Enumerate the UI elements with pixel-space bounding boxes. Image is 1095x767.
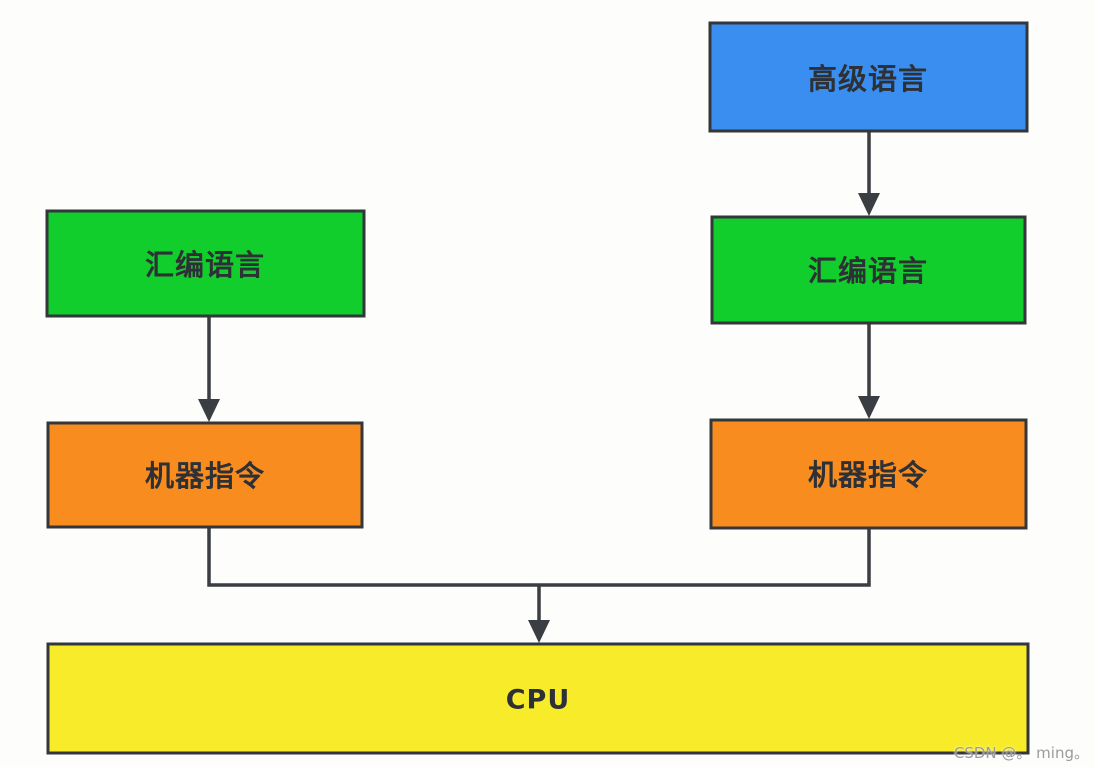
node-machine-instructions-right: 机器指令 <box>709 418 1028 530</box>
node-assembly-language-left: 汇编语言 <box>45 209 366 318</box>
node-machine-instructions-left: 机器指令 <box>46 421 364 529</box>
node-box <box>710 215 1027 325</box>
arrowhead-icon <box>858 396 880 419</box>
edge-assembly-right-to-machine-right <box>858 323 880 419</box>
node-label: 高级语言 <box>808 62 928 96</box>
node-label: 机器指令 <box>808 458 928 492</box>
edge-machine-boxes-merge-to-cpu <box>207 527 871 643</box>
node-assembly-language-right: 汇编语言 <box>710 215 1027 325</box>
edge-highlevel-to-assembly-right <box>858 131 880 216</box>
node-box <box>709 418 1028 530</box>
node-box <box>46 421 364 529</box>
node-label: 汇编语言 <box>145 248 265 282</box>
node-high-level-language: 高级语言 <box>708 21 1029 133</box>
node-box <box>708 21 1029 133</box>
edge-assembly-left-to-machine-left <box>198 316 220 422</box>
csdn-watermark: CSDN @。 ming。 <box>953 744 1089 762</box>
arrowhead-icon <box>528 620 550 643</box>
node-cpu: CPU <box>46 642 1030 755</box>
node-label: 机器指令 <box>145 459 265 493</box>
arrowhead-icon <box>858 193 880 216</box>
arrowhead-icon <box>198 399 220 422</box>
node-label: CPU <box>506 685 571 716</box>
node-label: 汇编语言 <box>808 254 928 288</box>
node-box <box>45 209 366 318</box>
node-box <box>46 642 1030 755</box>
edge-merge-path <box>207 527 871 587</box>
